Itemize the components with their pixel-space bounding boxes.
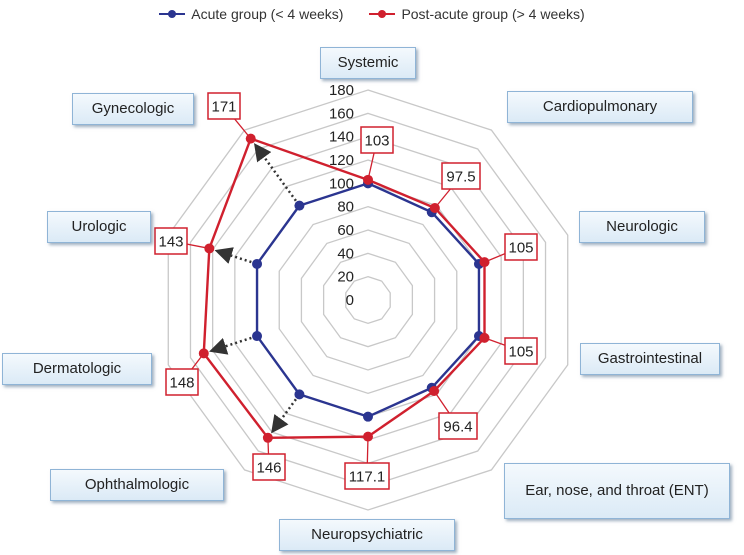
grid-ring: [234, 159, 502, 441]
axis-tick-label: 120: [329, 152, 354, 169]
category-label-gastrointestinal: Gastrointestinal: [580, 343, 720, 375]
legend-label-acute: Acute group (< 4 weeks): [191, 6, 344, 22]
legend-swatch-acute: [159, 9, 186, 19]
category-label-ophthalmologic: Ophthalmologic: [50, 469, 224, 501]
axis-tick-label: 140: [329, 129, 354, 146]
data-label-box: [360, 126, 394, 154]
axis-tick-label: 180: [329, 82, 354, 99]
grid-ring: [300, 229, 436, 371]
data-label-box: [154, 227, 188, 255]
legend: Acute group (< 4 weeks) Post-acute group…: [0, 6, 744, 22]
category-label-urologic: Urologic: [47, 211, 151, 243]
legend-label-post-acute: Post-acute group (> 4 weeks): [401, 6, 585, 22]
data-label-box: [504, 233, 538, 261]
axis-tick-label: 160: [329, 105, 354, 122]
data-label-ophthalmologic: 146: [256, 460, 281, 477]
data-label-box: [165, 368, 199, 396]
axis-tick-label: 80: [337, 199, 354, 216]
category-label-neurologic: Neurologic: [579, 211, 705, 243]
axis-tick-label: 60: [337, 222, 354, 239]
category-label-gynecologic: Gynecologic: [72, 93, 194, 125]
data-label-box: [252, 453, 286, 481]
data-label-neurologic: 105: [508, 240, 533, 257]
point-acute-urologic[interactable]: [252, 258, 263, 269]
data-label-gynecologic: 171: [211, 99, 236, 116]
data-labels: 103 97.5 105 105 96.4 117.1 146 148 143 171: [154, 92, 538, 490]
point-acute-neuropsychiatric[interactable]: [363, 411, 373, 422]
legend-item-post-acute[interactable]: Post-acute group (> 4 weeks): [369, 6, 585, 22]
grid-ring: [167, 89, 569, 511]
data-label-ear-nose-and-throat-ent: 96.4: [443, 419, 472, 436]
legend-item-acute[interactable]: Acute group (< 4 weeks): [159, 6, 343, 22]
axis-tick-label: 0: [346, 292, 354, 309]
change-arrow: [209, 336, 252, 355]
grid-ring: [345, 275, 391, 325]
change-arrow: [253, 143, 297, 202]
data-label-box: [207, 92, 241, 120]
data-label-cardiopulmonary: 97.5: [446, 169, 475, 186]
data-label-box: [438, 412, 478, 440]
change-arrows: [209, 143, 297, 434]
data-label-box: [504, 337, 538, 365]
category-label-neuropsychiatric: Neuropsychiatric: [279, 519, 455, 551]
axis-tick-label: 100: [329, 175, 354, 192]
change-arrow: [214, 247, 252, 264]
legend-swatch-post-acute: [369, 9, 396, 19]
grid-ring: [278, 205, 458, 395]
category-label-dermatologic: Dermatologic: [2, 353, 152, 385]
axis-tick-label: 20: [337, 269, 354, 286]
category-label-ear-nose-and-throat-ent: Ear, nose, and throat (ENT): [504, 463, 730, 519]
data-label-dermatologic: 148: [169, 375, 194, 392]
data-label-box: [441, 162, 481, 190]
category-label-systemic: Systemic: [320, 47, 416, 79]
data-label-systemic: 103: [364, 133, 389, 150]
axis-tick-label: 40: [337, 245, 354, 262]
category-label-cardiopulmonary: Cardiopulmonary: [507, 91, 693, 123]
point-acute-dermatologic[interactable]: [252, 331, 263, 342]
data-label-urologic: 143: [158, 234, 183, 251]
grid-ring: [189, 112, 547, 488]
point-acute-gynecologic[interactable]: [294, 200, 305, 211]
data-label-gastrointestinal: 105: [508, 344, 533, 361]
grid-ring: [322, 252, 414, 348]
point-acute-ophthalmologic[interactable]: [294, 389, 305, 400]
data-label-box: [344, 462, 390, 490]
change-arrow: [271, 398, 297, 434]
data-label-neuropsychiatric: 117.1: [349, 469, 385, 486]
